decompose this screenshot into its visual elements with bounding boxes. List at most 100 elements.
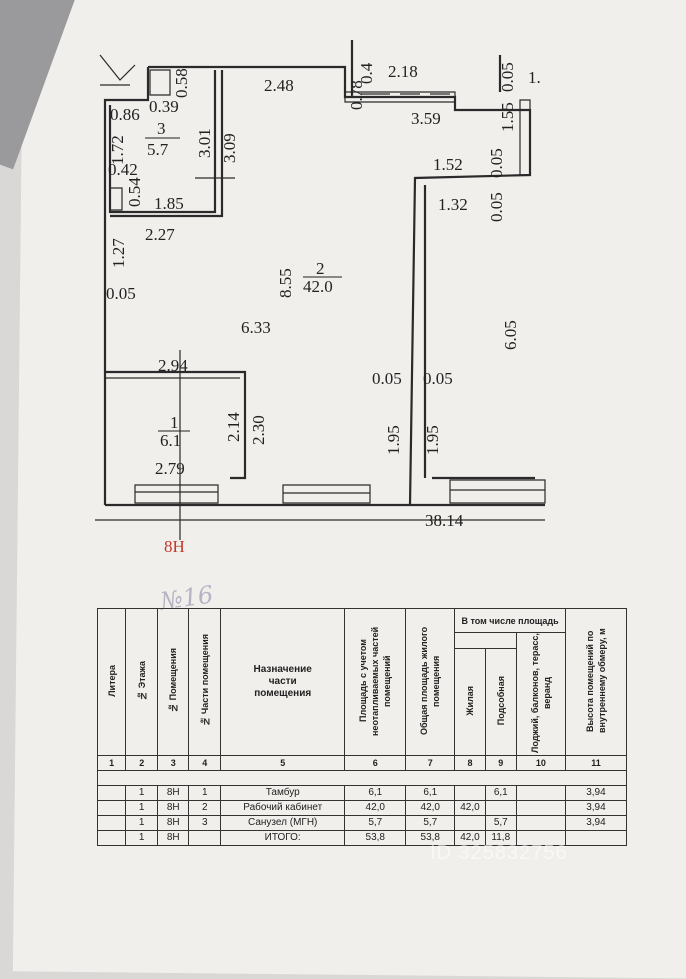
header-part: № Части помещения (188, 608, 222, 756)
table-cell: 8Н (157, 830, 190, 846)
dim-0-78: 0.78 (347, 80, 366, 110)
header-loggia: Лоджий, балконов, терасс, веранд (515, 632, 566, 756)
dim-0-05-mid2: 0.05 (423, 369, 453, 388)
dim-0-05-r1: 0.05 (487, 148, 506, 178)
dim-1-85: 1.85 (154, 194, 184, 213)
dimension-labels: 2.48 0.78 0.4 2.18 0.05 1. 0.58 0.86 0.3… (106, 62, 541, 530)
table-cell (515, 800, 566, 816)
room-1-number: 1 (170, 413, 179, 432)
header-area-living: Общая площадь жилого помещения (405, 608, 456, 756)
dim-3-01: 3.01 (195, 128, 214, 158)
table-cell: 6,1 (344, 785, 407, 801)
dim-2-94: 2.94 (158, 356, 188, 375)
divider (97, 770, 627, 786)
col-num: 8 (454, 755, 486, 771)
header-liter: Литера (96, 608, 127, 756)
table-cell: 1 (125, 815, 159, 831)
table-cell: 1 (125, 800, 159, 816)
dim-38-14: 38.14 (425, 511, 464, 530)
dim-8-55: 8.55 (276, 268, 295, 298)
table-cell: 8Н (157, 815, 190, 831)
dim-1-52: 1.52 (433, 155, 463, 174)
table-cell (96, 815, 127, 831)
dim-1: 1. (528, 68, 541, 87)
table-cell: 53,8 (344, 830, 407, 846)
walls (95, 40, 546, 540)
room-labels: 3 5.7 2 42.0 1 6.1 8Н (145, 119, 342, 556)
table-cell: 5,7 (484, 815, 517, 831)
dim-0-05-mid1: 0.05 (372, 369, 402, 388)
dim-6-33: 6.33 (241, 318, 271, 337)
dim-0-05-r2: 0.05 (487, 192, 506, 222)
room-1-area: 6.1 (160, 431, 181, 450)
table-cell: 42,0 (454, 800, 486, 816)
col-num: 6 (344, 755, 407, 771)
table-cell: 1 (125, 830, 159, 846)
room-2-area: 42.0 (303, 277, 333, 296)
header-height: Высота помещений по внутреннему обмеру, … (564, 608, 628, 756)
dim-2-18: 2.18 (388, 62, 418, 81)
table-cell: 3 (188, 815, 222, 831)
dim-0-05-left: 0.05 (106, 284, 136, 303)
table-cell: 3,94 (564, 815, 628, 831)
table-cell: 8Н (157, 785, 190, 801)
dim-2-14: 2.14 (224, 412, 243, 442)
dim-3-09: 3.09 (220, 133, 239, 163)
col-num: 2 (125, 755, 159, 771)
table-cell: 42,0 (344, 800, 407, 816)
col-num: 3 (157, 755, 190, 771)
header-purpose: Назначение части помещения (220, 608, 346, 756)
col-num: 10 (515, 755, 566, 771)
table-cell: 5,7 (405, 815, 456, 831)
dim-0-54: 0.54 (125, 177, 144, 207)
table-cell: 1 (125, 785, 159, 801)
col-num: 5 (220, 755, 346, 771)
table-cell (96, 830, 127, 846)
table-cell: 3,94 (564, 800, 628, 816)
header-spacer (454, 632, 517, 649)
table-cell (96, 785, 127, 801)
header-auxiliary: Подсобная (484, 648, 517, 756)
dim-2-27: 2.27 (145, 225, 175, 244)
table-cell: 1 (188, 785, 222, 801)
table-cell (515, 815, 566, 831)
col-num: 9 (484, 755, 517, 771)
dim-0-05: 0.05 (498, 62, 517, 92)
table-cell: ИТОГО: (220, 830, 346, 846)
header-premise: № Помещения (157, 608, 190, 756)
room-3-area: 5.7 (147, 140, 169, 159)
dim-0-58: 0.58 (172, 68, 191, 98)
dim-0-39: 0.39 (149, 97, 179, 116)
table-cell (515, 785, 566, 801)
header-living: Жилая (454, 648, 486, 756)
table-cell (188, 830, 222, 846)
dim-0-4: 0.4 (357, 62, 376, 84)
col-num: 4 (188, 755, 222, 771)
table-cell: 3,94 (564, 785, 628, 801)
dim-2-48: 2.48 (264, 76, 294, 95)
header-group: В том числе площадь (454, 608, 566, 633)
table-cell: 42,0 (405, 800, 456, 816)
table-cell: 11,8 (484, 830, 517, 846)
dim-0-86: 0.86 (110, 105, 140, 124)
table-cell (96, 800, 127, 816)
table-cell: Тамбур (220, 785, 346, 801)
header-floor: № Этажа (125, 608, 159, 756)
table-cell (564, 830, 628, 846)
col-num: 7 (405, 755, 456, 771)
table-cell (454, 815, 486, 831)
table-cell (484, 800, 517, 816)
table-cell: Санузел (МГН) (220, 815, 346, 831)
table-cell: 42,0 (454, 830, 486, 846)
room-2-number: 2 (316, 259, 325, 278)
table-cell: Рабочий кабинет (220, 800, 346, 816)
table-cell: 6,1 (484, 785, 517, 801)
table-cell: 2 (188, 800, 222, 816)
column-numbers-row: 1 2 3 4 5 6 7 8 9 10 11 (96, 755, 628, 771)
dim-1-95-a: 1.95 (384, 425, 403, 455)
dim-1-55: 1.55 (498, 102, 517, 132)
